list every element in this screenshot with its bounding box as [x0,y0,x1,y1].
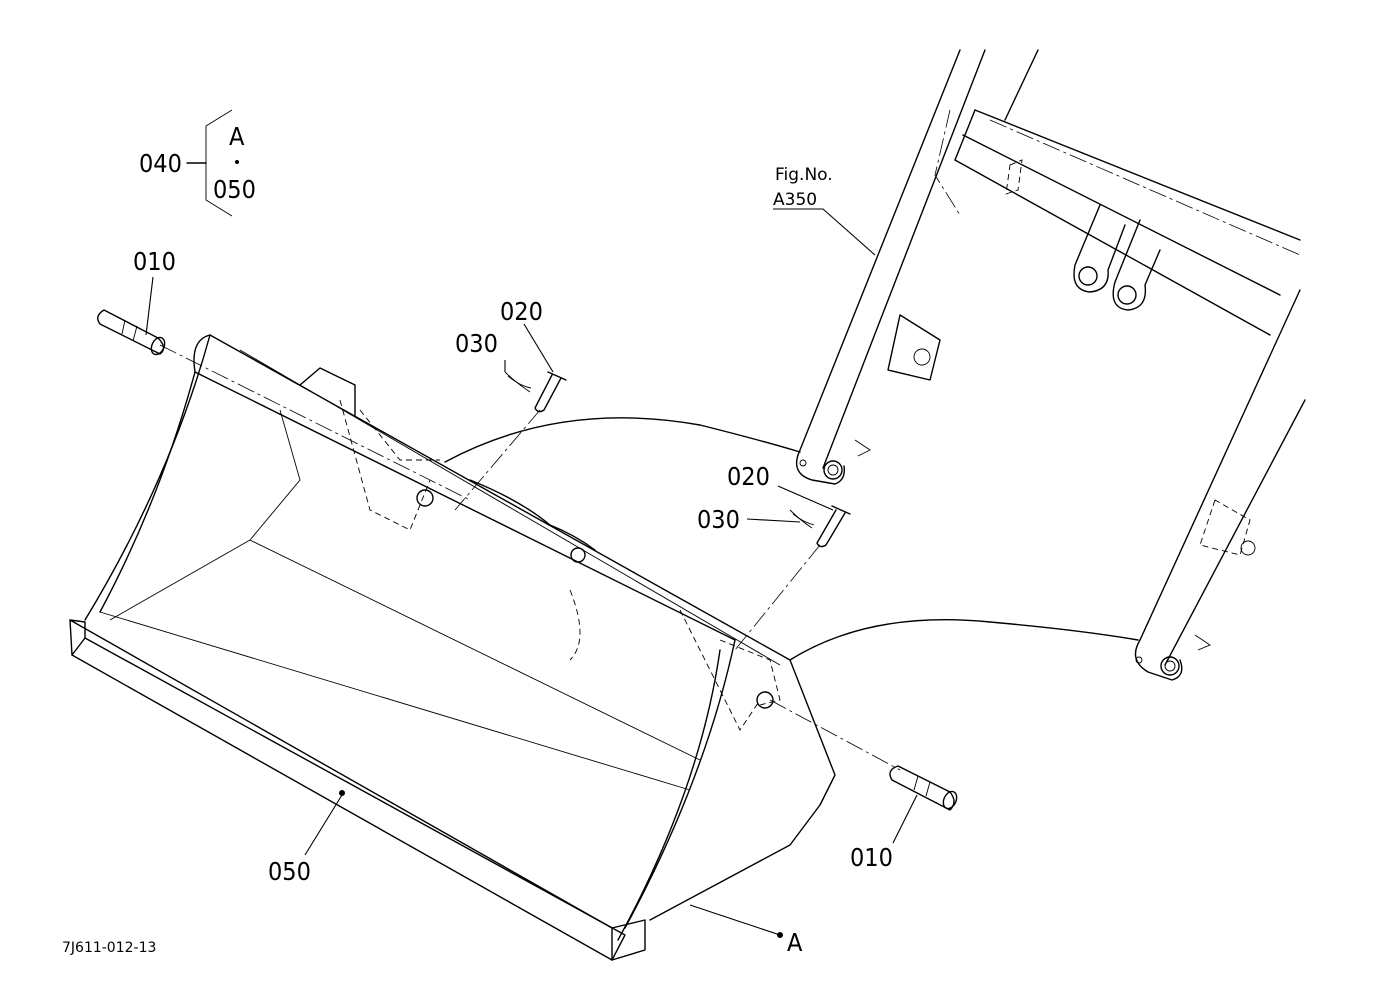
clevis-pin-right [816,505,851,548]
loader-frame [795,49,1306,681]
pin-left-label: 010 [133,247,176,276]
bucket-label: 050 [268,857,311,886]
pin-left [97,309,166,356]
bucket [69,334,836,961]
leader-lines [145,208,918,938]
snap-pin-left-label: 030 [455,329,498,358]
group-member-a: A [229,122,245,151]
pin-right-label: 010 [850,843,893,872]
pin-right [889,765,958,811]
group-member-050: 050 [213,175,256,204]
fig-ref-line2: A350 [773,190,817,210]
group-reference: 040 A 050 [139,109,256,217]
fig-ref-line1: Fig.No. [775,165,833,185]
group-id-label: 040 [139,149,182,178]
drawing-code: 7J611-012-13 [62,940,156,956]
snap-pin-left [504,371,532,393]
point-a-label: A [787,928,803,957]
clevis-pin-left-label: 020 [500,297,543,326]
snap-pin-right [789,509,815,529]
snap-pin-right-label: 030 [697,505,740,534]
clevis-pin-left [534,371,567,413]
clevis-pin-right-label: 020 [727,462,770,491]
